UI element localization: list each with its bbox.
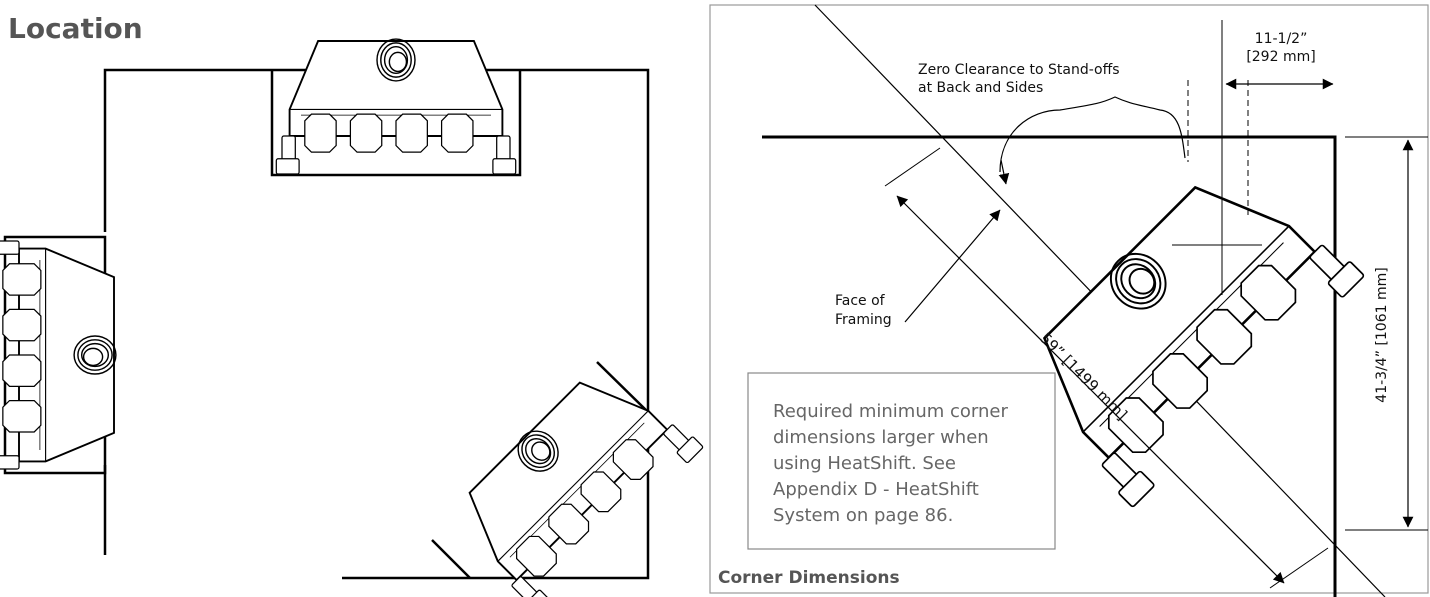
offset-dimension-label: 11-1/2” (1255, 31, 1308, 47)
location-plan: Location (0, 12, 705, 597)
clearance-callout: Zero Clearance to Stand-offs at Back and… (918, 62, 1186, 185)
note-line-5: System on page 86. (773, 505, 953, 526)
note-line-4: Appendix D - HeatShift (773, 479, 979, 500)
fireplace-left (0, 234, 117, 476)
panel-caption: Corner Dimensions (718, 568, 900, 588)
corner-walls (762, 135, 1337, 597)
vertical-dimension: 41-3/4” [1061 mm] (1345, 136, 1428, 531)
note-line-3: using HeatShift. See (773, 453, 956, 474)
offset-dimension-metric: [292 mm] (1246, 49, 1315, 65)
fireplace-corner-detail (1000, 143, 1366, 509)
framing-label-line1: Face of (835, 293, 886, 309)
fireplace-corner (437, 350, 705, 597)
fireplace-top (275, 38, 517, 175)
section-title: Location (8, 12, 143, 45)
extension-lines (1187, 80, 1249, 215)
corner-dimensions-panel: 11-1/2” [292 mm] 41-3/4” [1061 mm] 59” [… (709, 4, 1429, 597)
vertical-dimension-label: 41-3/4” [1061 mm] (1374, 267, 1390, 402)
note-line-1: Required minimum corner (773, 401, 1008, 422)
clearance-label-line1: Zero Clearance to Stand-offs (918, 62, 1120, 78)
framing-callout: Face of Framing (835, 209, 1001, 328)
offset-dimension: 11-1/2” [292 mm] (1225, 31, 1334, 90)
clearance-label-line2: at Back and Sides (918, 80, 1043, 96)
note-line-2: dimensions larger when (773, 427, 989, 448)
heatshift-note: Required minimum corner dimensions large… (747, 372, 1056, 550)
framing-label-line2: Framing (835, 312, 892, 328)
